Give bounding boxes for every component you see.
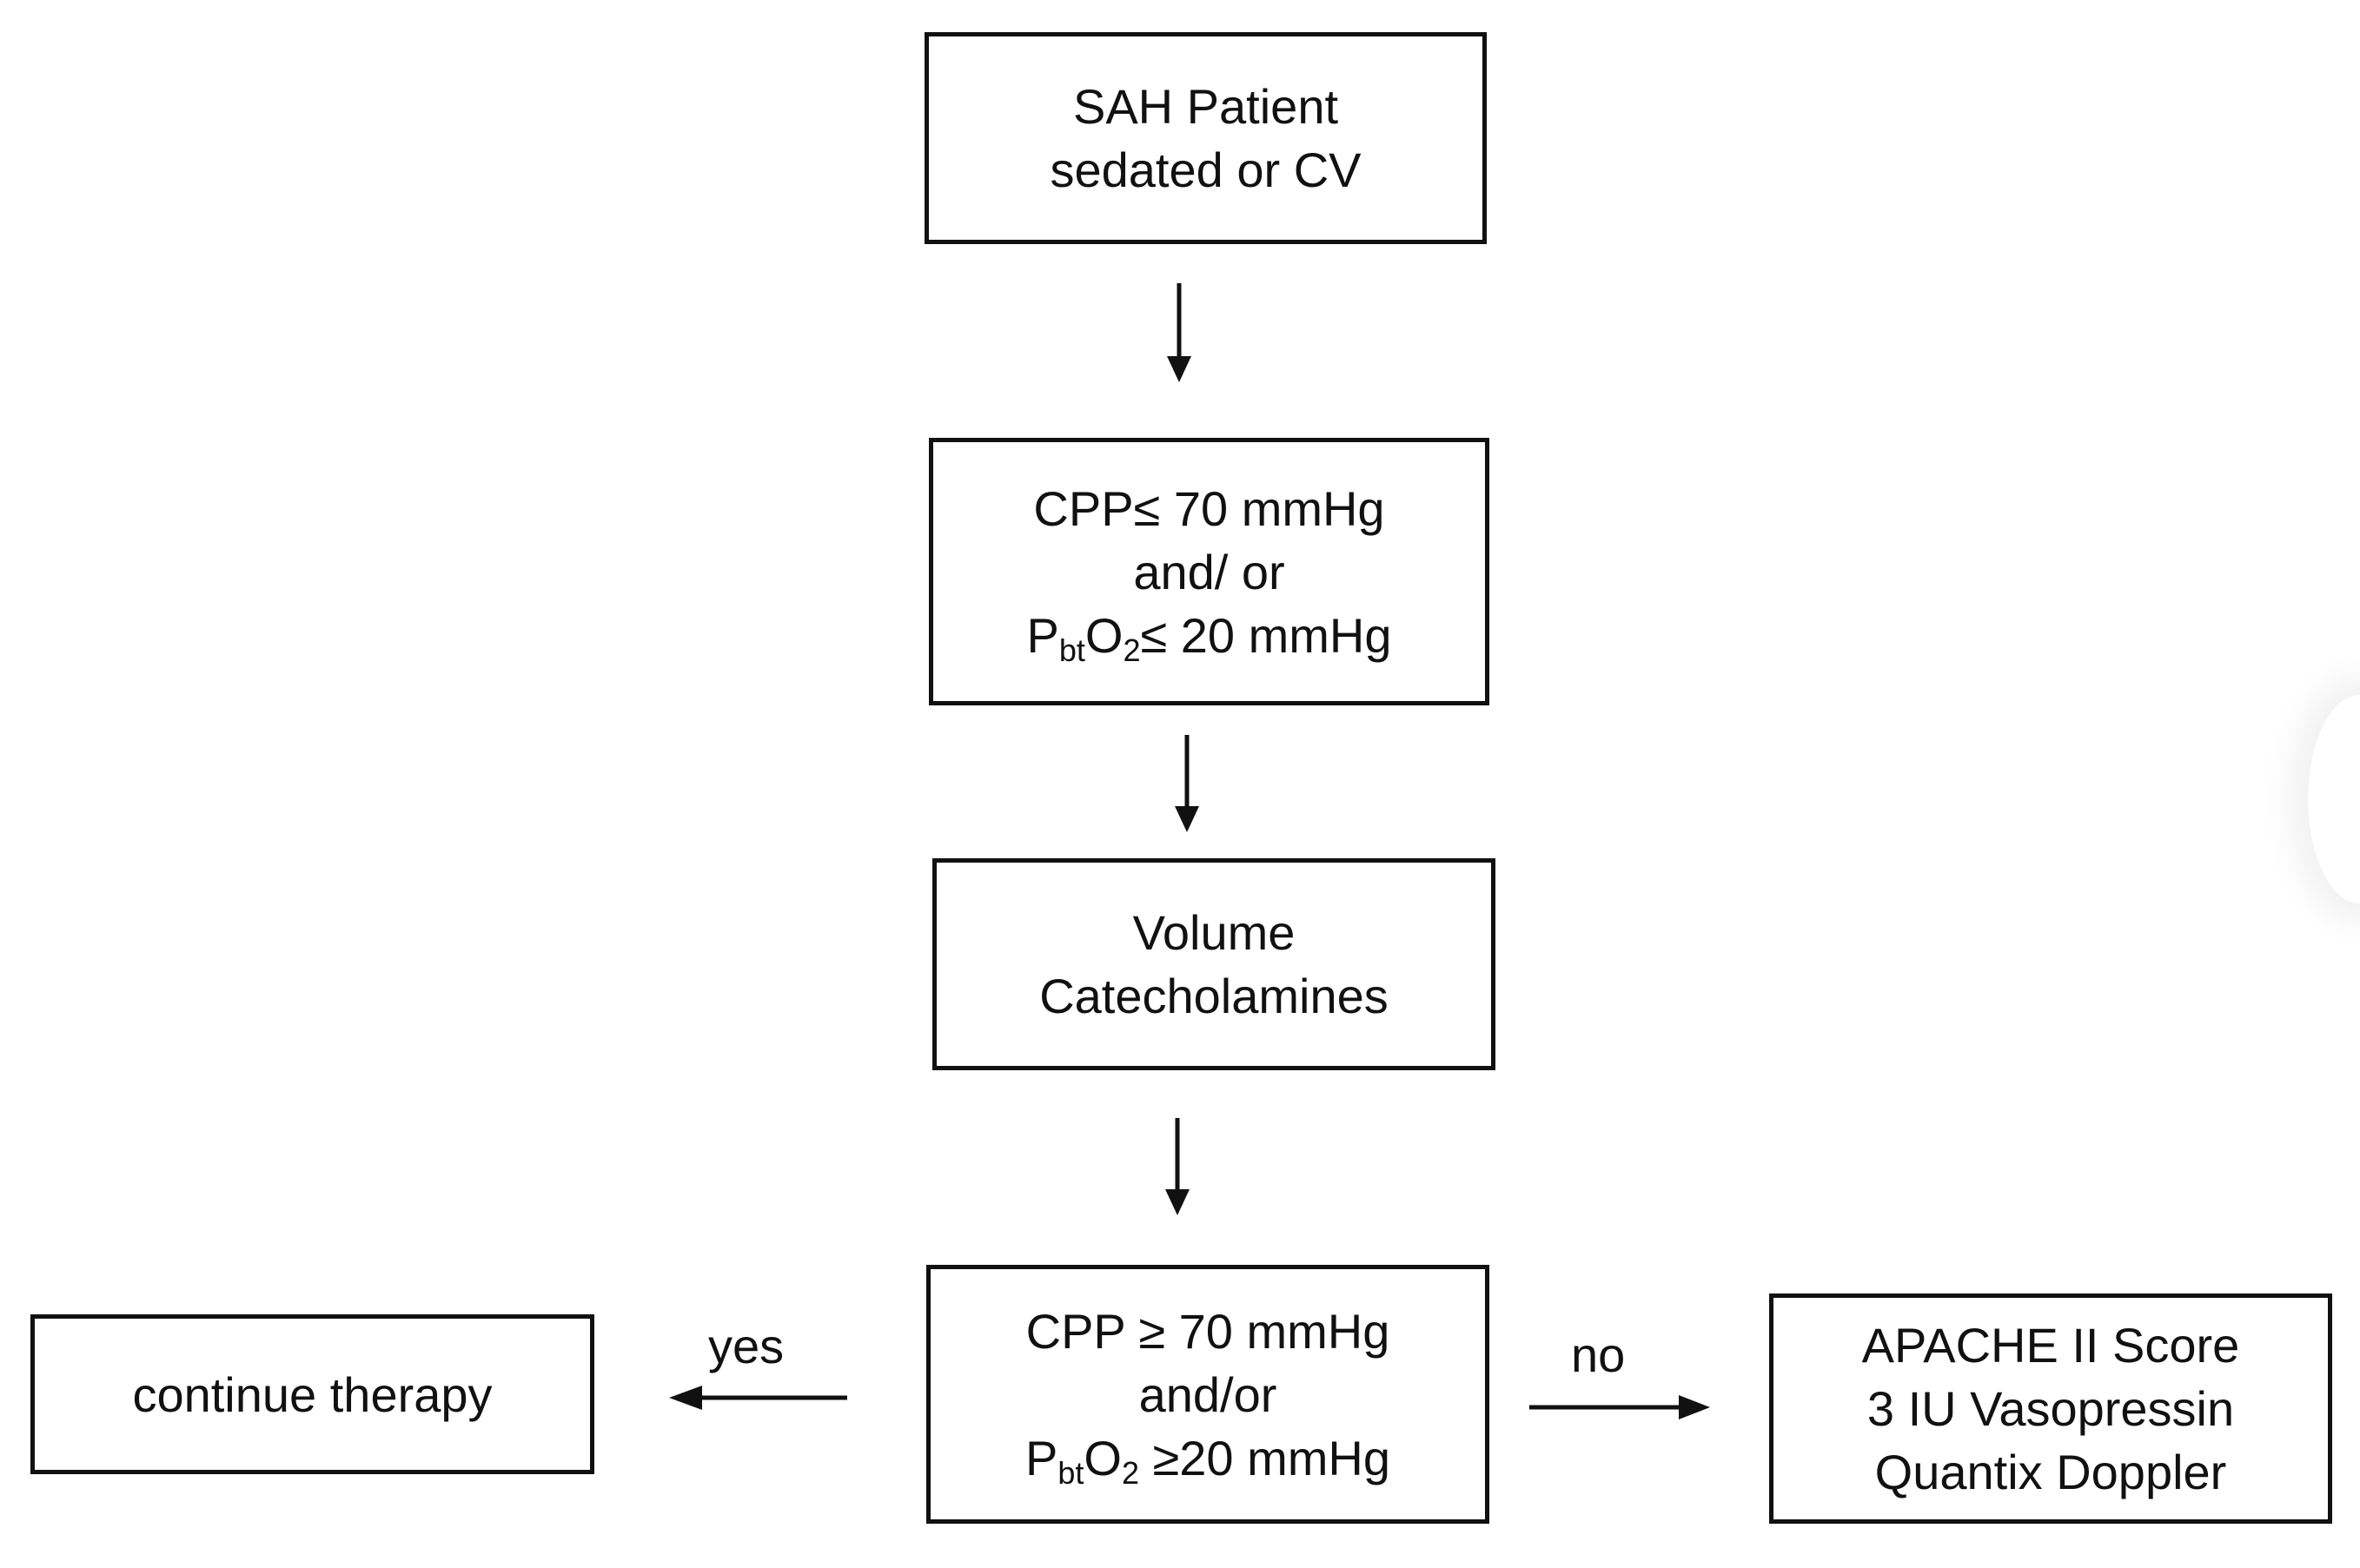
arrow-start-to-check-low [1167, 283, 1191, 382]
node-cpp-low-check: CPP≤ 70 mmHg and/ or PbtO2≤ 20 mmHg [929, 438, 1489, 705]
node-text: and/ or [1133, 544, 1285, 599]
node-text: SAH Patient [1072, 79, 1339, 134]
arrow-check-low-to-treatment [1175, 735, 1199, 832]
arrow-treatment-to-check-target [1165, 1118, 1190, 1215]
node-text: CPP≤ 70 mmHg [1033, 480, 1385, 536]
node-continue-therapy: continue therapy [30, 1314, 594, 1474]
node-cpp-target-check: CPP ≥ 70 mmHg and/or PbtO2 ≥20 mmHg [926, 1265, 1489, 1524]
node-text: 3 IU Vasopressin [1866, 1381, 2235, 1436]
node-text: sedated or CV [1050, 142, 1362, 197]
edge-label-no: no [1571, 1327, 1626, 1382]
node-text-pbto2: PbtO2≤ 20 mmHg [1026, 607, 1392, 668]
node-text-pbto2: PbtO2 ≥20 mmHg [1024, 1430, 1390, 1491]
node-sah-patient: SAH Patient sedated or CV [925, 32, 1487, 244]
node-text: and/or [1138, 1366, 1277, 1422]
node-text: Volume [1132, 905, 1296, 960]
node-escalation: APACHE II Score 3 IU Vasopressin Quantix… [1769, 1293, 2332, 1524]
arrow-yes-to-continue [669, 1386, 847, 1410]
node-text: continue therapy [132, 1366, 493, 1422]
node-text: CPP ≥ 70 mmHg [1025, 1303, 1390, 1359]
node-text: APACHE II Score [1861, 1318, 2240, 1373]
node-treatment: Volume Catecholamines [932, 858, 1495, 1070]
edge-label-yes: yes [708, 1319, 785, 1373]
node-text: Quantix Doppler [1874, 1445, 2227, 1499]
arrow-no-to-escalation [1529, 1395, 1710, 1419]
node-text: Catecholamines [1039, 969, 1389, 1023]
